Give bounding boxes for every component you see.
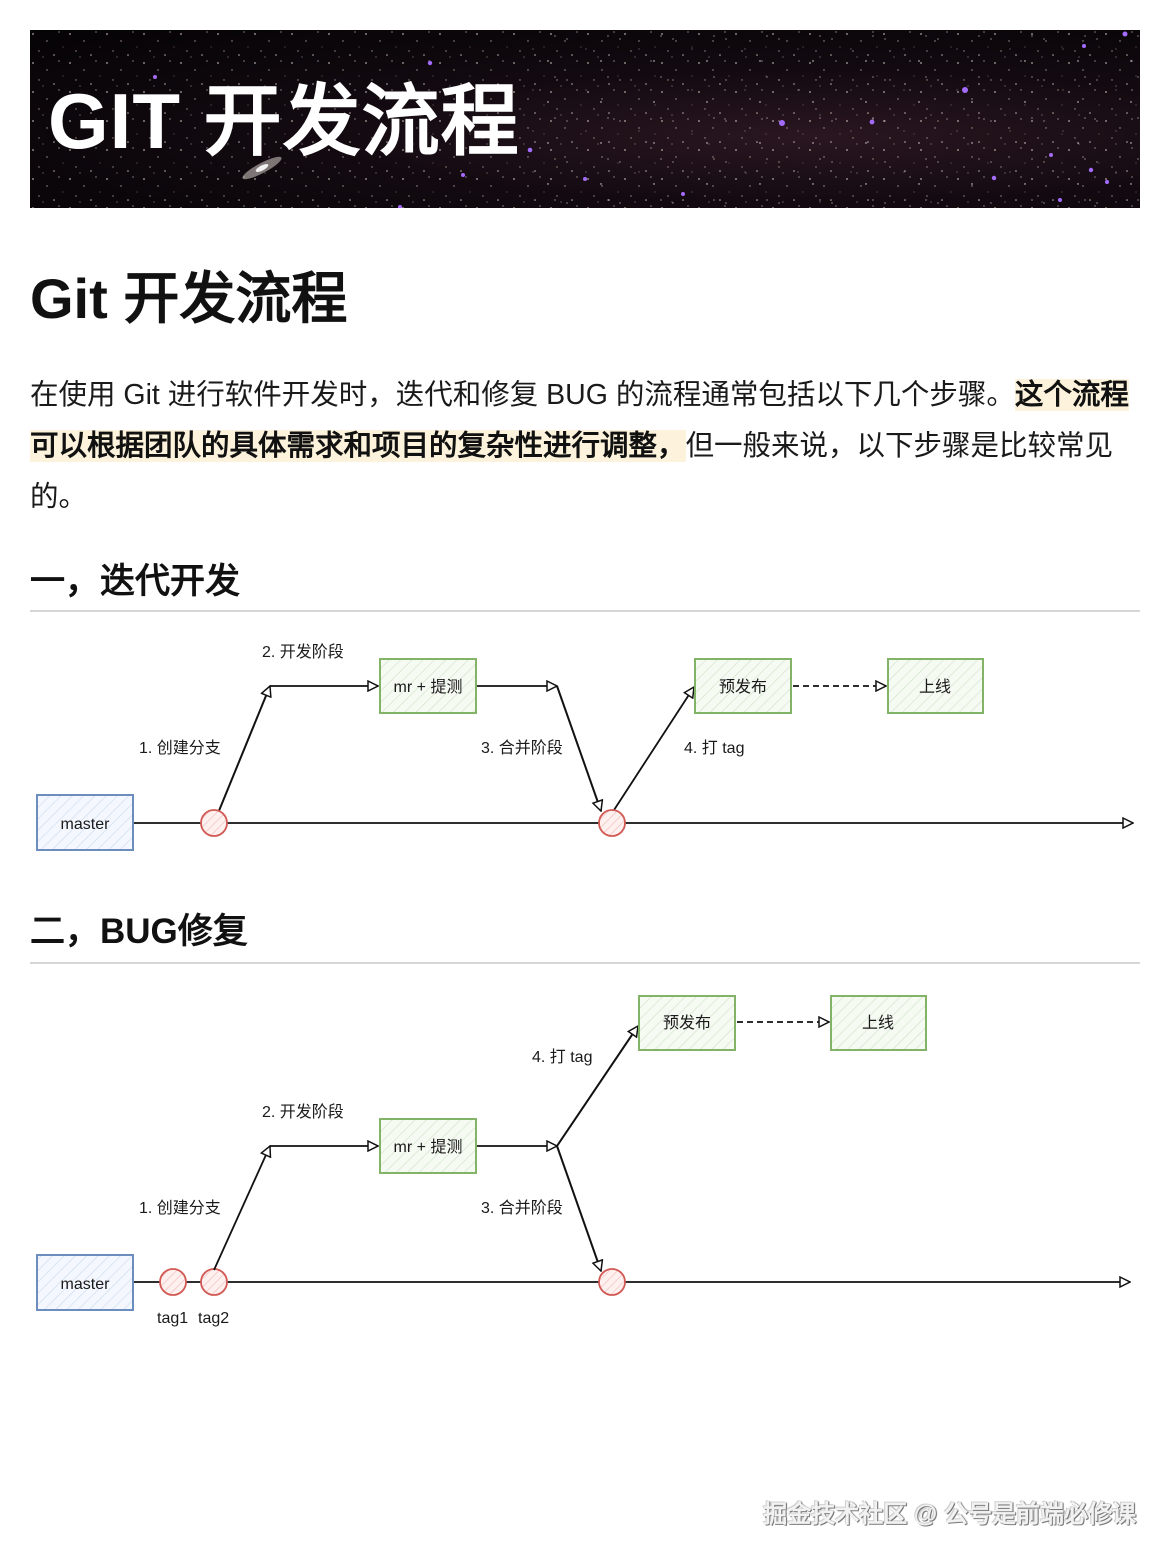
step-3-label: 3. 合并阶段 xyxy=(481,1199,563,1217)
merge-commit-node xyxy=(598,1268,626,1296)
release-box: 上线 xyxy=(830,995,927,1051)
branch-commit-node xyxy=(200,809,228,837)
merge-arrow xyxy=(556,1145,601,1271)
banner-title: GIT 开发流程 xyxy=(48,77,520,165)
master-branch-box: master xyxy=(36,1254,134,1311)
mr-test-box: mr + 提测 xyxy=(379,658,477,714)
create-branch-arrow xyxy=(213,1146,270,1271)
prerelease-box: 预发布 xyxy=(638,995,736,1051)
tag2-label: tag2 xyxy=(198,1310,229,1327)
page-title: Git 开发流程 xyxy=(30,267,348,330)
svg-text:预发布: 预发布 xyxy=(719,678,767,696)
mr-test-box: mr + 提测 xyxy=(379,1118,477,1174)
step-4-label: 4. 打 tag xyxy=(684,739,744,757)
merge-commit-node xyxy=(598,809,626,837)
watermark: 掘金技术社区 @ 公号是前端必修课 xyxy=(763,1501,1136,1528)
section-divider xyxy=(30,962,1140,964)
svg-text:mr + 提测: mr + 提测 xyxy=(394,678,463,696)
svg-text:上线: 上线 xyxy=(919,678,951,696)
svg-text:master: master xyxy=(61,1276,111,1293)
step-4-label: 4. 打 tag xyxy=(532,1048,592,1066)
section-heading-iteration: 一，迭代开发 xyxy=(30,562,241,601)
starfield-background xyxy=(30,30,1140,208)
section-divider xyxy=(30,610,1140,612)
master-branch-box: master xyxy=(36,794,134,851)
step-1-label: 1. 创建分支 xyxy=(139,1199,221,1217)
svg-text:master: master xyxy=(61,816,111,833)
header-banner: GIT 开发流程 xyxy=(30,30,1140,208)
create-branch-arrow xyxy=(213,686,270,824)
svg-text:上线: 上线 xyxy=(862,1014,894,1032)
release-box: 上线 xyxy=(887,658,984,714)
intro-paragraph: 在使用 Git 进行软件开发时，迭代和修复 BUG 的流程通常包括以下几个步骤。… xyxy=(30,370,1140,523)
iteration-flow-diagram: master 1. 创建分支 2. 开发阶段 mr + 提测 3. 合并阶段 4… xyxy=(36,643,1170,851)
intro-text-1: 在使用 Git 进行软件开发时，迭代和修复 BUG 的流程通常包括以下几个步骤。 xyxy=(30,379,1015,411)
prerelease-box: 预发布 xyxy=(694,658,792,714)
svg-text:mr + 提测: mr + 提测 xyxy=(394,1138,463,1156)
bugfix-flow-diagram: master tag1 tag2 1. 创建分支 2. 开发阶段 mr + 提测… xyxy=(36,995,1170,1327)
tag-arrow xyxy=(556,1026,638,1147)
section-heading-bugfix: 二，BUG修复 xyxy=(30,912,248,951)
step-2-label: 2. 开发阶段 xyxy=(262,643,344,661)
tag-arrow xyxy=(613,687,694,811)
merge-arrow xyxy=(556,685,601,811)
tag2-commit-node xyxy=(200,1268,228,1296)
tag1-label: tag1 xyxy=(157,1310,188,1327)
step-2-label: 2. 开发阶段 xyxy=(262,1103,344,1121)
step-1-label: 1. 创建分支 xyxy=(139,739,221,757)
intro-text-2: 但一般来说，以下步骤是比较常见的。 xyxy=(30,430,1114,513)
svg-text:预发布: 预发布 xyxy=(663,1014,711,1032)
tag1-commit-node xyxy=(159,1268,187,1296)
step-3-label: 3. 合并阶段 xyxy=(481,739,563,757)
